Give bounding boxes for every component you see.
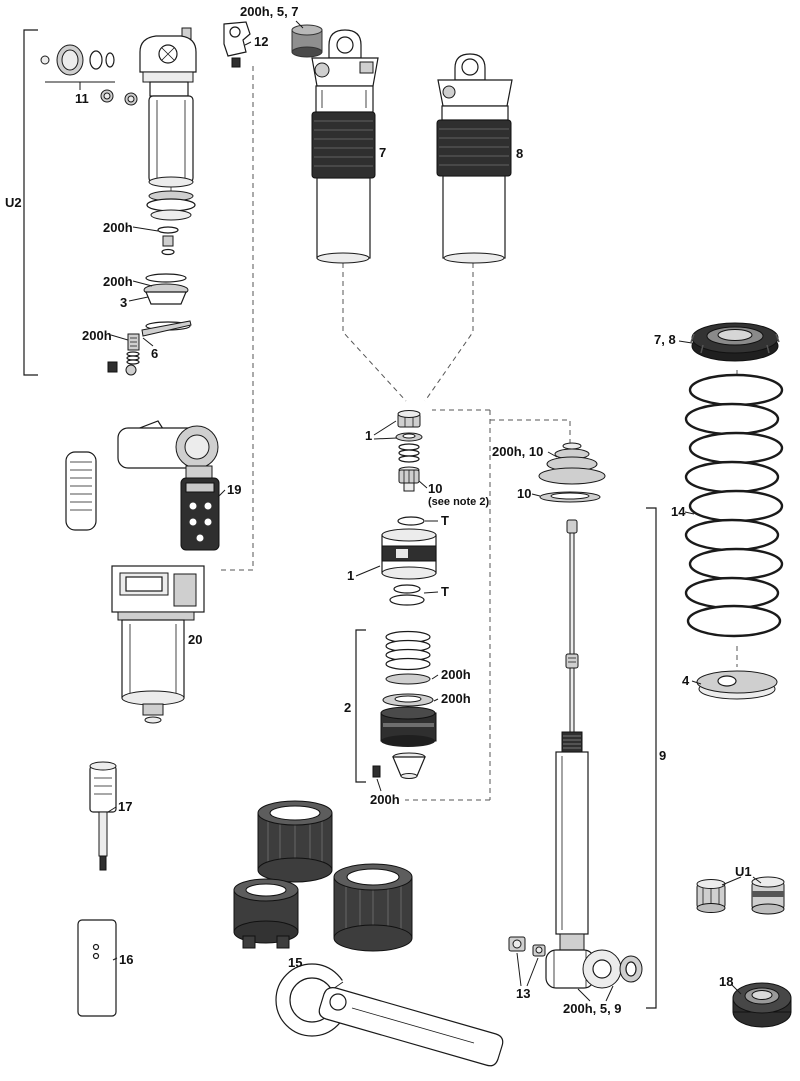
hardware-group-11 xyxy=(40,44,138,106)
label-part-11: 11 xyxy=(75,91,89,106)
label-part-19: 19 xyxy=(227,482,242,497)
label-part-6: 6 xyxy=(151,346,159,361)
label-part-12: 12 xyxy=(254,34,269,49)
label-eyelet-200h-5-9: 200h, 5, 9 xyxy=(563,1001,622,1016)
orings-t-bottom xyxy=(389,584,425,606)
group-brackets xyxy=(23,29,657,1009)
clamp-12 xyxy=(223,21,251,68)
coil-spring-14 xyxy=(684,373,784,638)
damper-head-assembly xyxy=(139,27,197,188)
mounting-hardware-13 xyxy=(508,936,546,957)
washer-10 xyxy=(539,491,601,503)
shaft-nut-group-1 xyxy=(395,410,423,463)
label-part-17: 17 xyxy=(118,799,133,814)
air-valve-10 xyxy=(398,466,420,492)
label-seal-200h-a: 200h xyxy=(103,220,133,235)
cone-washer-stack-200h-10 xyxy=(538,442,606,485)
label-part-1-top: 1 xyxy=(365,428,373,443)
label-part-3: 3 xyxy=(120,295,128,310)
label-part-13: 13 xyxy=(516,986,531,1001)
label-u2: U2 xyxy=(5,195,22,210)
label-part-18: 18 xyxy=(719,974,734,989)
damper-shaft-9 xyxy=(545,519,643,989)
bumper-200h-5-7 xyxy=(291,24,323,58)
label-u1: U1 xyxy=(735,864,752,879)
bushing-kit-u1 xyxy=(696,876,785,915)
piston-assembly-1 xyxy=(381,528,437,580)
label-part-15: 15 xyxy=(288,955,303,970)
label-part-9: 9 xyxy=(659,748,667,763)
air-can-sleeve-a xyxy=(257,800,333,883)
label-part-20: 20 xyxy=(188,632,203,647)
label-part-1-mid: 1 xyxy=(347,568,355,583)
label-t-bottom: T xyxy=(441,584,449,599)
label-part-14: 14 xyxy=(671,504,686,519)
label-part-10-right: 10 xyxy=(517,486,532,501)
label-group-200h-10: 200h, 10 xyxy=(492,444,544,459)
spanner-wrench-15 xyxy=(275,963,504,1067)
air-can-sleeve-c xyxy=(333,863,413,952)
shock-body-7 xyxy=(311,29,379,264)
leader-lines xyxy=(45,20,762,1002)
oring-t-top xyxy=(397,516,425,526)
label-washer-200h-b: 200h xyxy=(441,691,471,706)
label-collar-7-8: 7, 8 xyxy=(654,332,676,347)
label-see-note-2: (see note 2) xyxy=(428,496,490,508)
label-t-top: T xyxy=(441,513,449,528)
label-bumper-200h-5-7: 200h, 5, 7 xyxy=(240,4,299,19)
preload-collar-7-8 xyxy=(690,322,780,362)
label-part-7: 7 xyxy=(379,145,387,160)
threaded-collar-b xyxy=(233,878,299,949)
block-16 xyxy=(77,919,117,1017)
spring-stack-2 xyxy=(372,630,437,779)
label-washer-200h-a: 200h xyxy=(441,667,471,682)
label-part-16: 16 xyxy=(119,952,134,967)
label-part-8: 8 xyxy=(516,146,524,161)
label-part-4: 4 xyxy=(682,673,690,688)
label-bolt-200h: 200h xyxy=(370,792,400,807)
tool-17 xyxy=(89,761,117,871)
spring-seat-4 xyxy=(696,670,778,700)
seal-head-stack xyxy=(107,190,196,376)
label-part-2: 2 xyxy=(344,700,352,715)
actuator-body-20 xyxy=(111,565,205,724)
shock-body-8 xyxy=(436,53,513,264)
remote-lever-19 xyxy=(65,420,220,551)
label-seal-200h-c: 200h xyxy=(82,328,112,343)
label-part-10-left: 10 xyxy=(428,481,443,496)
label-seal-200h-b: 200h xyxy=(103,274,133,289)
mounting-collar-18 xyxy=(732,982,792,1028)
